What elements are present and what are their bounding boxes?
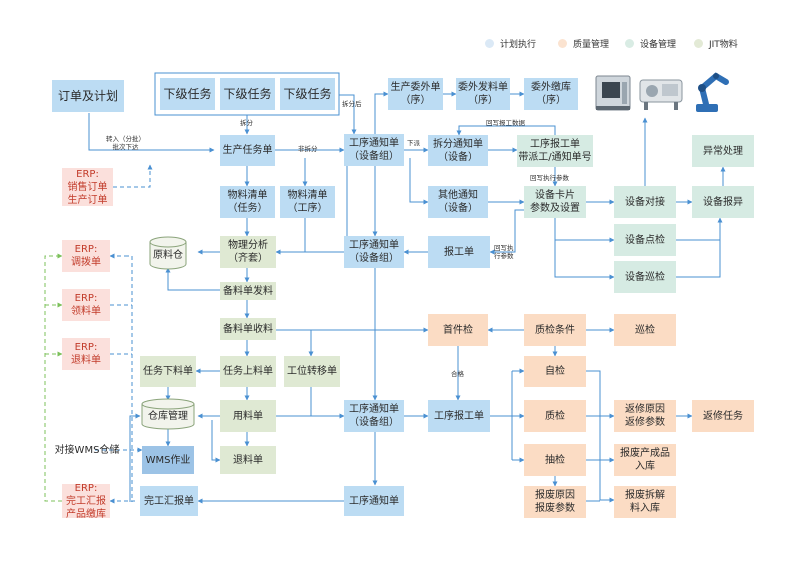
- erp-sales-box[interactable]: ERP: 销售订单 生产订单: [62, 168, 113, 206]
- legend-label: 设备管理: [640, 40, 677, 50]
- process-notice-box[interactable]: 工序通知单 （设备组）: [344, 236, 404, 268]
- other-notice-box[interactable]: 其他通知 （设备）: [428, 186, 488, 218]
- legend-item-jit: JIT物料: [694, 37, 738, 50]
- rework-task-box[interactable]: 返修任务: [692, 400, 754, 432]
- sample-inspect-box[interactable]: 抽检: [524, 444, 586, 476]
- legend-label: JIT物料: [709, 40, 738, 50]
- bom-process-box[interactable]: 物料清单 （工序）: [280, 186, 335, 218]
- material-analysis-box[interactable]: 物理分析 （齐套）: [220, 236, 276, 268]
- production-task-box[interactable]: 生产任务单: [220, 135, 275, 166]
- device-report-box[interactable]: 设备报异: [692, 186, 754, 218]
- task-feed-box[interactable]: 任务上料单: [220, 356, 276, 387]
- raw-warehouse-cylinder: [149, 236, 187, 270]
- packaging-machine-icon: [639, 79, 683, 110]
- device-patrol-box[interactable]: 设备巡检: [614, 261, 676, 293]
- raw-warehouse-label[interactable]: 原料仓: [153, 249, 183, 261]
- label-writeback-param: 回写执 行参数: [494, 244, 514, 260]
- warehouse-mgmt-label[interactable]: 仓库管理: [148, 410, 188, 422]
- robot-arm-icon: [696, 72, 729, 112]
- return-material-box[interactable]: 退料单: [220, 446, 276, 474]
- outsource-order-box[interactable]: 生产委外单 （序）: [388, 78, 443, 110]
- label-writeback-param: 回写执行参数: [530, 174, 569, 182]
- scrap-product-box[interactable]: 报废产成品 入库: [614, 444, 676, 476]
- prep-receive-box[interactable]: 备料单收料: [220, 318, 276, 340]
- legend-dot-icon: [625, 39, 634, 48]
- order-plan-box[interactable]: 订单及计划: [52, 80, 124, 112]
- prep-issue-box[interactable]: 备料单发料: [220, 282, 276, 300]
- label-transfer-in: 转入（分批） 批次下达: [106, 135, 145, 151]
- rework-reason-box[interactable]: 返修原因 返修参数: [614, 400, 676, 432]
- report-order-box[interactable]: 报工单: [428, 236, 490, 268]
- process-report-box[interactable]: 工序报工单 带派工/通知单号: [517, 135, 593, 167]
- station-transfer-box[interactable]: 工位转移单: [284, 356, 340, 387]
- label-split: 拆分: [240, 119, 253, 127]
- scrap-disassemble-box[interactable]: 报废拆解 料入库: [614, 486, 676, 518]
- legend-dot-icon: [694, 39, 703, 48]
- legend-label: 质量管理: [573, 40, 610, 50]
- device-check-box[interactable]: 设备点检: [614, 224, 676, 256]
- outsource-issue-box[interactable]: 委外发料单 （序）: [456, 78, 510, 110]
- first-inspect-box[interactable]: 首件检: [428, 314, 488, 346]
- label-split-after: 拆分后: [342, 100, 362, 108]
- legend-item-device: 设备管理: [625, 37, 676, 50]
- self-inspect-box[interactable]: 自检: [524, 356, 586, 387]
- erp-return-box[interactable]: ERP: 退料单: [62, 338, 110, 370]
- device-dock-box[interactable]: 设备对接: [614, 186, 676, 218]
- erp-finish-box[interactable]: ERP: 完工汇报 产品缴库: [62, 483, 110, 520]
- legend-label: 计划执行: [500, 40, 537, 50]
- outsource-receipt-box[interactable]: 委外缴库 （序）: [524, 78, 578, 110]
- warehouse-cylinder: [141, 398, 195, 430]
- wms-dock-label: 对接WMS仓储: [54, 444, 120, 456]
- exception-box[interactable]: 异常处理: [692, 135, 754, 167]
- legend-item-plan: 计划执行: [485, 37, 536, 50]
- process-notice-box[interactable]: 工序通知单 （设备组）: [344, 400, 404, 432]
- legend-item-quality: 质量管理: [558, 37, 609, 50]
- quality-inspect-box[interactable]: 质检: [524, 400, 586, 432]
- qc-conditions-box[interactable]: 质检条件: [524, 314, 586, 346]
- process-notice-box[interactable]: 工序通知单 （设备组）: [344, 134, 404, 166]
- cnc-machine-icon: [595, 75, 631, 111]
- label-writeback-report: 回写报工数据: [486, 119, 525, 127]
- wms-job-box[interactable]: WMS作业: [142, 446, 194, 474]
- process-notice-4-box[interactable]: 工序通知单: [344, 486, 404, 516]
- legend-dot-icon: [558, 39, 567, 48]
- erp-transfer-box[interactable]: ERP: 调拨单: [62, 240, 110, 272]
- patrol-inspect-box[interactable]: 巡检: [614, 314, 676, 346]
- task-issue-box[interactable]: 任务下料单: [140, 356, 196, 387]
- finish-report-box[interactable]: 完工汇报单: [140, 486, 198, 516]
- equipment-images: [595, 72, 729, 112]
- scrap-reason-box[interactable]: 报废原因 报废参数: [524, 486, 586, 518]
- sub-task-box[interactable]: 下级任务: [220, 78, 275, 110]
- material-use-box[interactable]: 用料单: [220, 400, 276, 432]
- process-report-2-box[interactable]: 工序报工单: [428, 400, 490, 432]
- label-non-split: 非拆分: [298, 145, 318, 153]
- label-pass: 合格: [451, 370, 464, 378]
- split-notice-box[interactable]: 拆分通知单 （设备）: [428, 135, 488, 166]
- label-issue-down: 下派: [407, 139, 420, 147]
- bom-task-box[interactable]: 物料清单 （任务）: [220, 186, 275, 218]
- erp-pick-box[interactable]: ERP: 领料单: [62, 289, 110, 321]
- sub-task-box[interactable]: 下级任务: [160, 78, 215, 110]
- legend-dot-icon: [485, 39, 494, 48]
- device-card-box[interactable]: 设备卡片 参数及设置: [524, 186, 586, 218]
- sub-task-box[interactable]: 下级任务: [280, 78, 335, 110]
